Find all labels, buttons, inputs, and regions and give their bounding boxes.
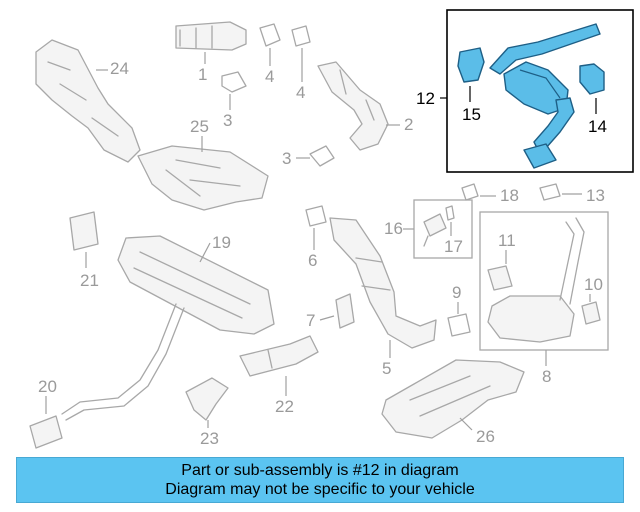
callout-24: 24 bbox=[110, 59, 129, 78]
banner-line-2: Diagram may not be specific to your vehi… bbox=[165, 481, 475, 498]
callout-25: 25 bbox=[190, 117, 209, 136]
callout-13: 13 bbox=[586, 186, 605, 205]
part-3-gasket-upper[interactable] bbox=[221, 71, 247, 93]
callout-4a: 4 bbox=[265, 67, 274, 86]
part-9-gasket[interactable] bbox=[447, 313, 471, 337]
part-13-gasket[interactable] bbox=[539, 183, 561, 201]
part-4-gasket-left[interactable] bbox=[259, 23, 281, 47]
part-21-bracket[interactable] bbox=[69, 211, 99, 251]
callout-10: 10 bbox=[584, 275, 603, 294]
part-5-converter-pipe[interactable] bbox=[329, 217, 437, 349]
part-26-heat-shield[interactable] bbox=[381, 359, 525, 439]
part-20-clamp[interactable] bbox=[29, 415, 63, 449]
callout-26: 26 bbox=[476, 427, 495, 446]
part-19-muffler[interactable] bbox=[61, 235, 275, 421]
callout-15: 15 bbox=[462, 105, 481, 124]
part-17-gasket[interactable] bbox=[445, 205, 455, 221]
info-banner: Part or sub-assembly is #12 in diagram D… bbox=[16, 457, 624, 503]
part-18-gasket[interactable] bbox=[461, 183, 479, 201]
part-15-hanger[interactable] bbox=[457, 47, 485, 83]
callout-20: 20 bbox=[38, 377, 57, 396]
leader-7 bbox=[319, 315, 335, 321]
exhaust-parts-diagram: 24 1 3 3 4 4 2 25 21 19 bbox=[29, 9, 634, 449]
banner-line-1: Part or sub-assembly is #12 in diagram bbox=[181, 462, 459, 479]
callout-3a: 3 bbox=[223, 111, 232, 130]
leader-26 bbox=[459, 417, 473, 431]
callout-21: 21 bbox=[80, 271, 99, 290]
callout-6: 6 bbox=[308, 251, 317, 270]
callout-8: 8 bbox=[542, 367, 551, 386]
callout-19: 19 bbox=[212, 233, 231, 252]
callout-4b: 4 bbox=[296, 83, 305, 102]
callout-3b: 3 bbox=[282, 149, 291, 168]
part-10-hanger[interactable] bbox=[581, 301, 601, 325]
leader-19 bbox=[199, 242, 211, 263]
callout-11: 11 bbox=[498, 231, 516, 250]
part-11-hanger[interactable] bbox=[487, 265, 513, 291]
part-4-gasket-right[interactable] bbox=[291, 25, 311, 47]
part-3-gasket-lower[interactable] bbox=[309, 145, 335, 167]
part-16-sensor[interactable] bbox=[423, 213, 447, 247]
callout-22: 22 bbox=[275, 397, 294, 416]
callout-18: 18 bbox=[500, 186, 519, 205]
part-8-muffler-assembly[interactable] bbox=[487, 217, 585, 343]
callout-23: 23 bbox=[200, 429, 219, 448]
callout-9: 9 bbox=[452, 283, 461, 302]
callout-12: 12 bbox=[416, 89, 435, 108]
callout-14: 14 bbox=[588, 117, 607, 136]
callout-5: 5 bbox=[382, 359, 391, 378]
part-24-heat-shield[interactable] bbox=[35, 39, 141, 163]
part-14-hanger[interactable] bbox=[579, 63, 605, 95]
callout-17: 17 bbox=[444, 237, 463, 256]
callout-2: 2 bbox=[404, 115, 413, 134]
part-1-front-pipe[interactable] bbox=[175, 21, 247, 51]
callout-7: 7 bbox=[306, 311, 315, 330]
callout-16: 16 bbox=[384, 219, 403, 238]
part-12-highlight-box bbox=[446, 9, 634, 173]
part-25-heat-shield[interactable] bbox=[137, 145, 269, 211]
part-22-flex-pipe[interactable] bbox=[239, 335, 319, 377]
part-2-pipe[interactable] bbox=[317, 61, 389, 151]
callout-1: 1 bbox=[198, 65, 207, 84]
part-8-box bbox=[479, 211, 609, 351]
part-7-bracket[interactable] bbox=[335, 293, 355, 329]
part-6-gasket[interactable] bbox=[305, 205, 327, 227]
part-23-hose[interactable] bbox=[185, 377, 229, 421]
part-12-muffler-assembly[interactable] bbox=[489, 23, 601, 169]
